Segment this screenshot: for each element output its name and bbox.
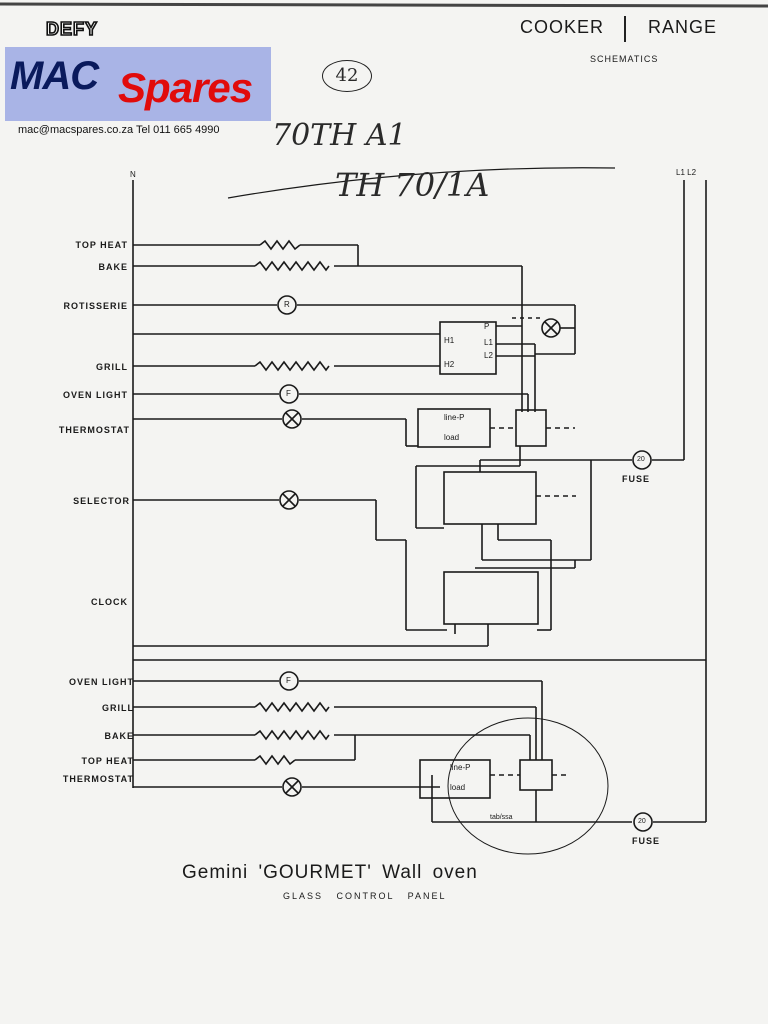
label-lower-oven-light: OVEN LIGHT [68, 677, 134, 687]
simmerstat-box [439, 321, 497, 375]
header-range: RANGE [648, 17, 718, 37]
simmerstat-terminal-h2: H2 [444, 360, 455, 369]
oven-lamp-symbol: F [286, 389, 291, 398]
simmerstat-terminal-h1: H1 [444, 336, 455, 345]
lower-bake-element [254, 729, 330, 741]
lower-note: tab/ssa [490, 814, 513, 821]
lower-grill-element [254, 701, 330, 713]
lower-oven-lamp-symbol: F [286, 676, 291, 685]
macspares-logo [5, 47, 271, 121]
label-lower-grill: GRILL [102, 703, 134, 713]
simmerstat-terminal-l2: L2 [484, 351, 493, 360]
lower-selector-contacts [519, 759, 553, 791]
label-oven-light: OVEN LIGHT [62, 390, 128, 400]
phase-label: L1 L2 [676, 168, 697, 177]
header-separator [624, 16, 626, 42]
rotisserie-motor [277, 295, 297, 315]
grill-element [254, 360, 330, 372]
fuse-top [632, 450, 652, 470]
label-thermostat: THERMOSTAT [58, 425, 130, 435]
defy-brand-stamp: DEFY [45, 18, 99, 40]
label-lower-top-heat: TOP HEAT [81, 756, 134, 766]
lower-thermostat-box [419, 759, 491, 799]
bake-element [254, 260, 330, 272]
header-schematics: SCHEMATICS [590, 54, 659, 64]
fuse-bottom-rating: 20 [638, 818, 646, 825]
fuse-top-label: FUSE [622, 474, 651, 484]
fuse-bottom [633, 812, 653, 832]
page-number: 42 [322, 60, 372, 92]
fuse-top-rating: 20 [637, 456, 645, 463]
logo-mac-text: MAC [10, 54, 99, 98]
lower-thermostat-lamp [282, 777, 302, 797]
label-rotisserie: ROTISSERIE [63, 301, 128, 311]
selector-contacts-top [515, 409, 547, 447]
thermostat-line-terminal: line-P [444, 413, 465, 422]
diagram-title: Gemini 'GOURMET' Wall oven [182, 862, 478, 883]
simmerstat-terminal-l1: L1 [484, 338, 493, 347]
thermostat-indicator-lamp [282, 409, 302, 429]
fuse-bottom-label: FUSE [632, 836, 661, 846]
selector-indicator-lamp [279, 490, 299, 510]
lower-oven-light-lamp [279, 671, 299, 691]
handwritten-model-2: TH 70/1A [335, 166, 490, 204]
diagram-subtitle: GLASS CONTROL PANEL [283, 891, 447, 901]
logo-spares-text: Spares [118, 64, 253, 111]
header-cooker: COOKER [520, 17, 605, 37]
label-lower-thermostat: THERMOSTAT [62, 774, 134, 784]
handwritten-model-1: 70TH A1 [272, 118, 407, 153]
label-clock: CLOCK [91, 597, 128, 607]
clock-switch-box [443, 571, 539, 625]
selector-switch-box [443, 471, 537, 525]
lower-thermostat-line-terminal: line-P [450, 763, 471, 772]
annotation-ellipse [447, 717, 609, 855]
label-top-heat: TOP HEAT [75, 240, 128, 250]
contact-line: mac@macspares.co.za Tel 011 665 4990 [18, 124, 220, 136]
label-lower-bake: BAKE [104, 731, 134, 741]
label-bake: BAKE [98, 262, 128, 272]
label-grill: GRILL [96, 362, 128, 372]
label-selector: SELECTOR [73, 496, 130, 506]
lower-thermostat-load-terminal: load [450, 783, 466, 792]
oven-light-lamp [279, 384, 299, 404]
lower-top-heat-element [254, 754, 296, 766]
rotisserie-symbol: R [284, 300, 290, 309]
thermostat-load-terminal: load [444, 433, 460, 442]
simmerstat-terminal-p: P [484, 322, 490, 331]
neutral-label: N [130, 170, 136, 179]
top-heat-element [259, 239, 301, 251]
